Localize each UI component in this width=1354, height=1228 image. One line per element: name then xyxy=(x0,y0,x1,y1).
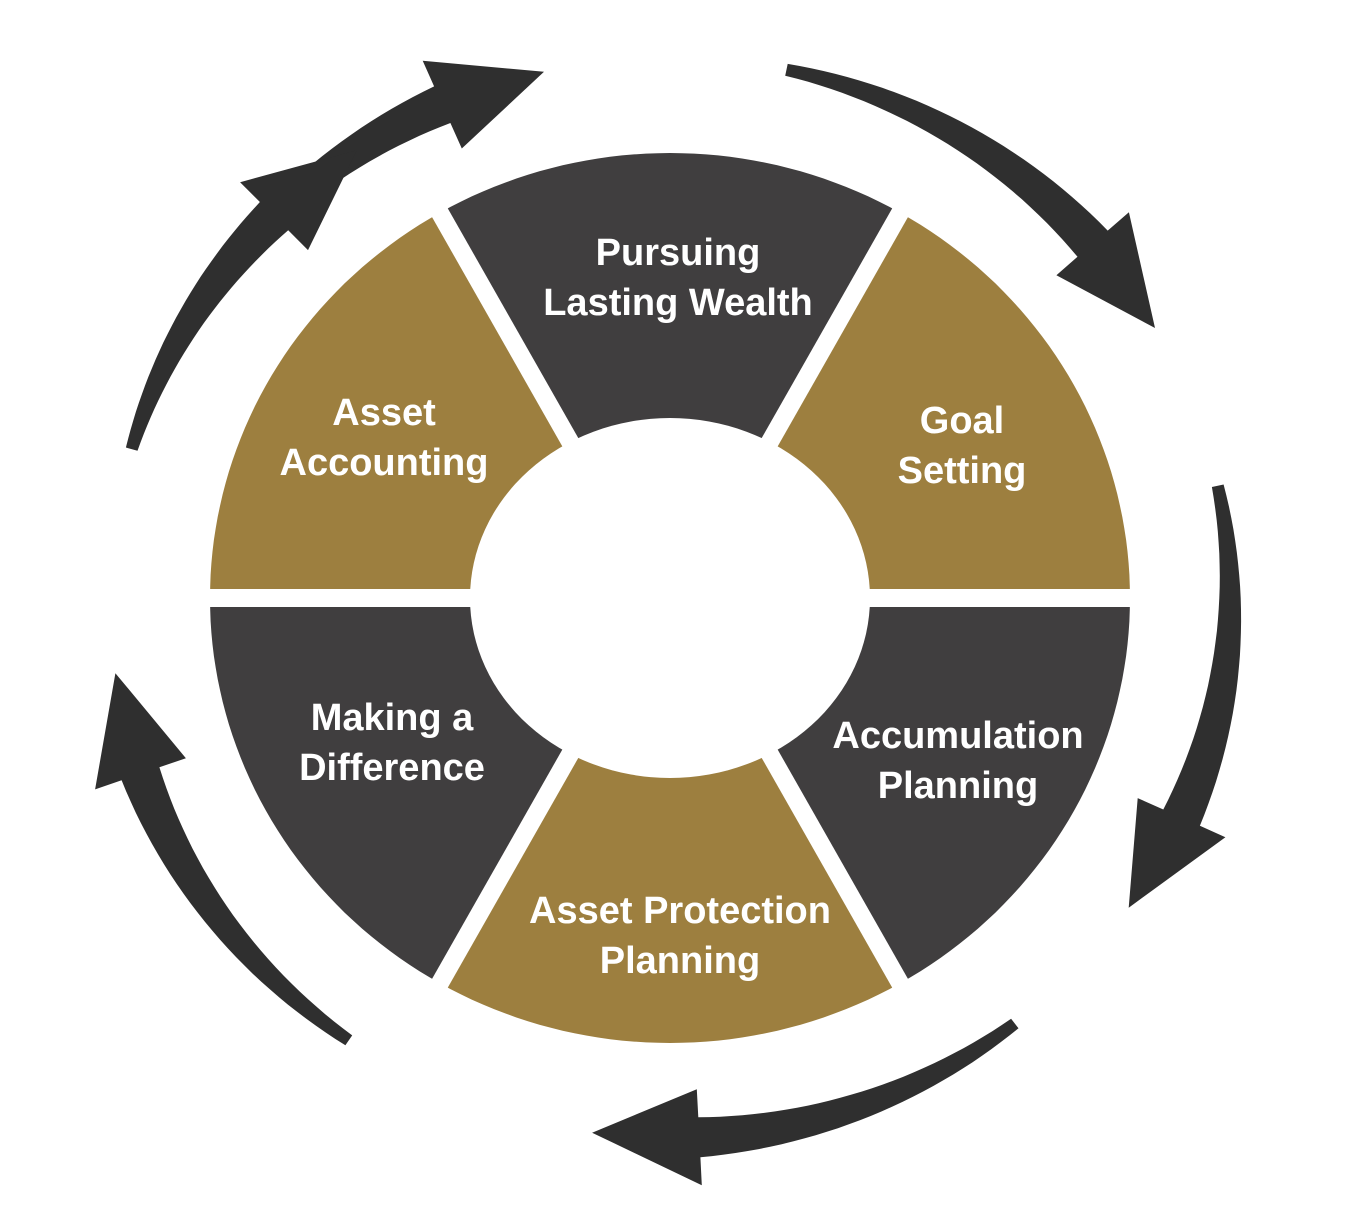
label-line: Setting xyxy=(898,450,1027,492)
label-line: Asset xyxy=(332,392,436,434)
segment-separator xyxy=(422,723,593,1006)
label-line: Lasting Wealth xyxy=(543,282,813,324)
curved-arrow-icon xyxy=(179,60,545,332)
curved-arrow-icon xyxy=(125,150,357,451)
label-line: Asset Protection xyxy=(529,890,831,932)
cycle-arrows xyxy=(95,60,1242,1186)
segment-separator xyxy=(422,190,593,473)
label-line: Accounting xyxy=(280,442,489,484)
segment-separator xyxy=(747,723,918,1006)
label-line: Difference xyxy=(299,747,485,789)
curved-arrow-icon xyxy=(785,63,1155,329)
label-line: Planning xyxy=(600,940,760,982)
label-line: Accumulation xyxy=(832,715,1083,757)
label-making-a-difference: Making a Difference xyxy=(299,697,485,789)
label-line: Goal xyxy=(920,400,1004,442)
label-line: Planning xyxy=(878,765,1038,807)
curved-arrow-icon xyxy=(95,673,353,1046)
curved-arrow-icon xyxy=(1128,484,1242,908)
segment-asset-protection-planning xyxy=(440,736,900,1043)
curved-arrow-icon xyxy=(592,1018,1019,1186)
label-line: Pursuing xyxy=(596,232,761,274)
center-hole xyxy=(470,418,870,778)
segment-separator xyxy=(747,190,918,473)
cycle-segments xyxy=(190,153,1150,1043)
label-line: Making a xyxy=(311,697,474,739)
segment-pursuing-lasting-wealth xyxy=(440,153,900,460)
